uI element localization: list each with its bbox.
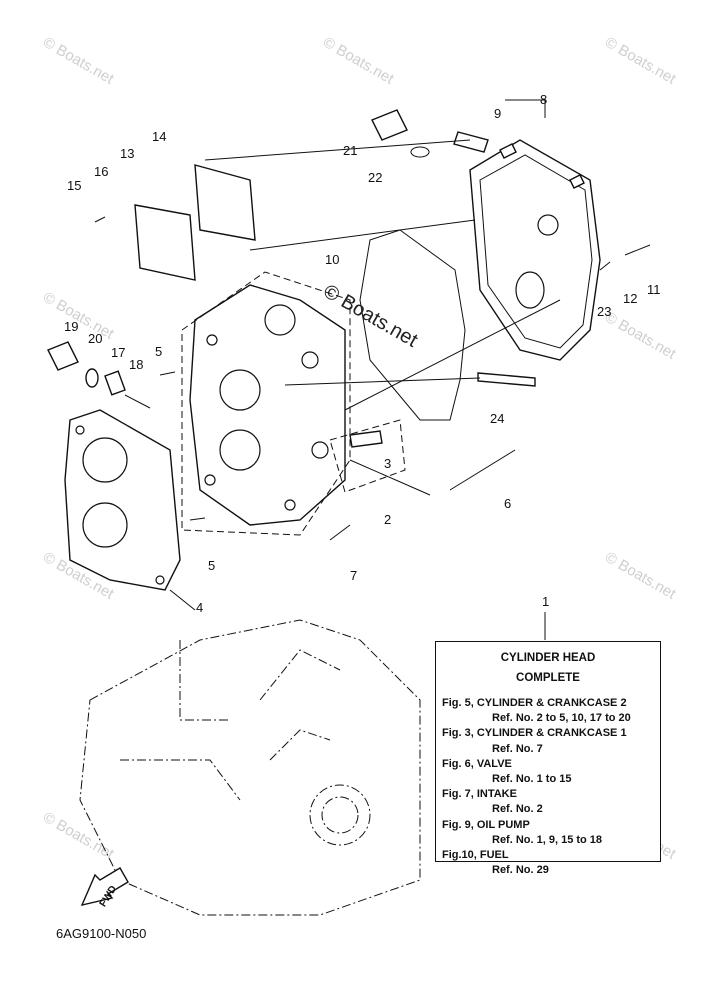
info-line: Ref. No. 29 xyxy=(492,864,549,877)
callout-17: 17 xyxy=(111,345,125,360)
info-title-line1: CYLINDER HEAD xyxy=(500,652,596,664)
callout-19: 19 xyxy=(64,319,78,334)
head-cover-gasket xyxy=(359,229,466,421)
info-box: CYLINDER HEAD COMPLETE Fig. 5, CYLINDER … xyxy=(435,641,661,876)
callout-1: 1 xyxy=(542,594,549,609)
cylinder-head xyxy=(189,284,346,526)
info-title-line2: COMPLETE xyxy=(516,672,580,684)
callout-23: 23 xyxy=(597,304,611,319)
thermostat-outline xyxy=(329,419,406,493)
info-line: Ref. No. 7 xyxy=(492,742,543,755)
cover-gasket xyxy=(134,204,196,281)
cover-plate xyxy=(194,164,256,241)
callout-5: 5 xyxy=(155,344,162,359)
info-line: Ref. No. 2 to 5, 10, 17 to 20 xyxy=(492,712,631,725)
info-line: Ref. No. 1 to 15 xyxy=(492,773,572,786)
callout-15: 15 xyxy=(67,178,81,193)
callouts: 1 2 3 4 5 5 6 7 8 9 10 11 12 13 14 15 16… xyxy=(64,92,661,615)
callout-7: 7 xyxy=(350,568,357,583)
crankcase xyxy=(79,619,421,916)
info-line: Fig. 9, OIL PUMP xyxy=(442,818,530,831)
callout-22: 22 xyxy=(368,170,382,185)
info-line: Ref. No. 1, 9, 15 to 18 xyxy=(492,833,603,846)
callout-8: 8 xyxy=(540,92,547,107)
callout-14: 14 xyxy=(152,129,166,144)
callout-12: 12 xyxy=(623,291,637,306)
callout-21: 21 xyxy=(343,143,357,158)
info-line: Ref. No. 2 xyxy=(492,803,543,816)
callout-24: 24 xyxy=(490,411,504,426)
info-line: Fig. 5, CYLINDER & CRANKCASE 2 xyxy=(442,697,627,709)
watermark: © Boats.net xyxy=(40,809,117,863)
diagram-code: 6AG9100-N050 xyxy=(56,926,147,941)
info-line: Fig. 6, VALVE xyxy=(442,757,512,770)
watermark: © Boats.net xyxy=(602,309,679,363)
leader-lines xyxy=(169,99,561,640)
callout-2: 2 xyxy=(384,512,391,527)
callout-5b: 5 xyxy=(208,558,215,573)
watermark: © Boats.net xyxy=(320,34,397,88)
callout-6: 6 xyxy=(504,496,511,511)
cylinder-head-cover xyxy=(469,139,601,361)
fwd-arrow-icon xyxy=(80,867,129,906)
watermark: © Boats.net xyxy=(602,549,679,603)
callout-13: 13 xyxy=(120,146,134,161)
info-line: Fig. 7, INTAKE xyxy=(442,788,517,801)
callout-3: 3 xyxy=(384,456,391,471)
info-line: Fig. 3, CYLINDER & CRANKCASE 1 xyxy=(442,727,627,740)
watermark: © Boats.net xyxy=(40,289,117,343)
callout-10: 10 xyxy=(325,252,339,267)
watermark: © Boats.net xyxy=(40,34,117,88)
callout-11: 11 xyxy=(647,282,661,297)
info-line: Fig.10, FUEL xyxy=(442,849,509,862)
head-outline xyxy=(181,271,351,536)
callout-16: 16 xyxy=(94,164,108,179)
watermark: © Boats.net xyxy=(602,34,679,88)
callout-18: 18 xyxy=(129,357,143,372)
info-lines: Fig. 5, CYLINDER & CRANKCASE 2 Ref. No. … xyxy=(442,696,660,878)
callout-9: 9 xyxy=(494,106,501,121)
small-parts xyxy=(47,109,651,541)
callout-20: 20 xyxy=(88,331,102,346)
callout-4: 4 xyxy=(196,600,203,615)
head-gasket xyxy=(64,409,181,591)
